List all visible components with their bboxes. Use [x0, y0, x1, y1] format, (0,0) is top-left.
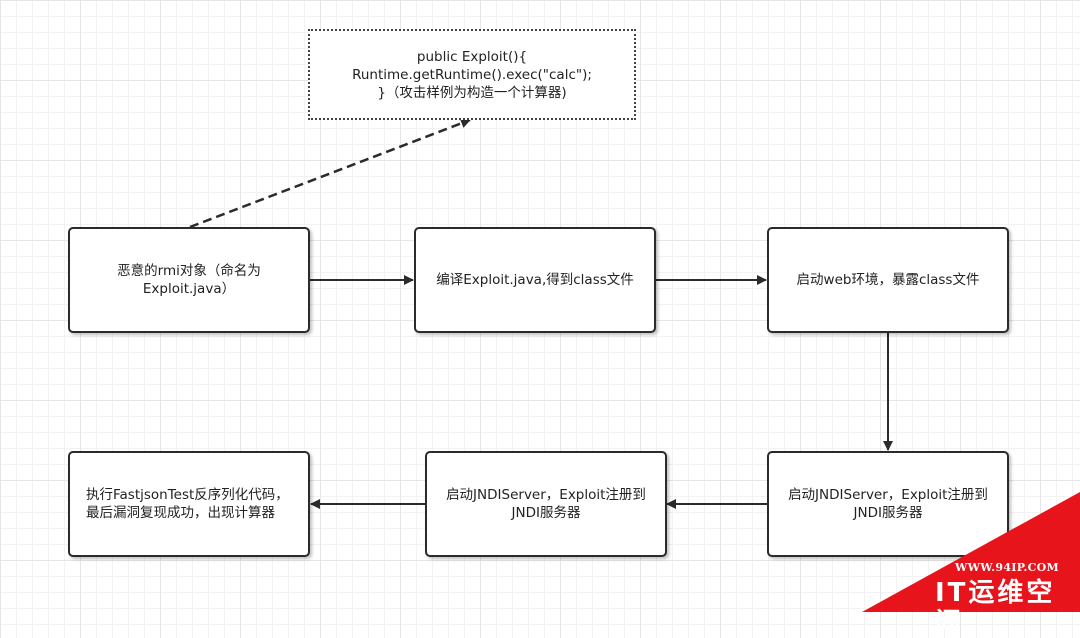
connector-layer: [189, 118, 893, 509]
note-line-3: }（攻击样例为构造一个计算器): [377, 84, 567, 101]
node-run-test: 执行FastjsonTest反序列化代码，最后漏洞复现成功，出现计算器: [68, 451, 310, 557]
node-rmi-object-label: 恶意的rmi对象（命名为Exploit.java）: [117, 263, 261, 297]
note-line-2: Runtime.getRuntime().exec("calc");: [352, 66, 592, 83]
note-line-1: public Exploit(){: [416, 48, 528, 65]
node-web-env-label: 启动web环境，暴露class文件: [796, 272, 980, 288]
node-compile-label: 编译Exploit.java,得到class文件: [436, 272, 634, 288]
dashed-arrow-to-note: [189, 118, 471, 229]
node-web-env: 启动web环境，暴露class文件: [767, 227, 1009, 333]
node-compile: 编译Exploit.java,得到class文件: [414, 227, 656, 333]
node-rmi-object: 恶意的rmi对象（命名为Exploit.java）: [68, 227, 310, 333]
node-jndi-server-right: 启动JNDIServer，Exploit注册到JNDI服务器: [767, 451, 1009, 557]
code-note: public Exploit(){ Runtime.getRuntime().e…: [308, 29, 636, 120]
node-run-test-label: 执行FastjsonTest反序列化代码，最后漏洞复现成功，出现计算器: [86, 487, 289, 521]
node-jndi-server-mid-label: 启动JNDIServer，Exploit注册到JNDI服务器: [446, 487, 646, 521]
node-jndi-server-right-label: 启动JNDIServer，Exploit注册到JNDI服务器: [788, 487, 988, 521]
node-jndi-server-mid: 启动JNDIServer，Exploit注册到JNDI服务器: [425, 451, 667, 557]
